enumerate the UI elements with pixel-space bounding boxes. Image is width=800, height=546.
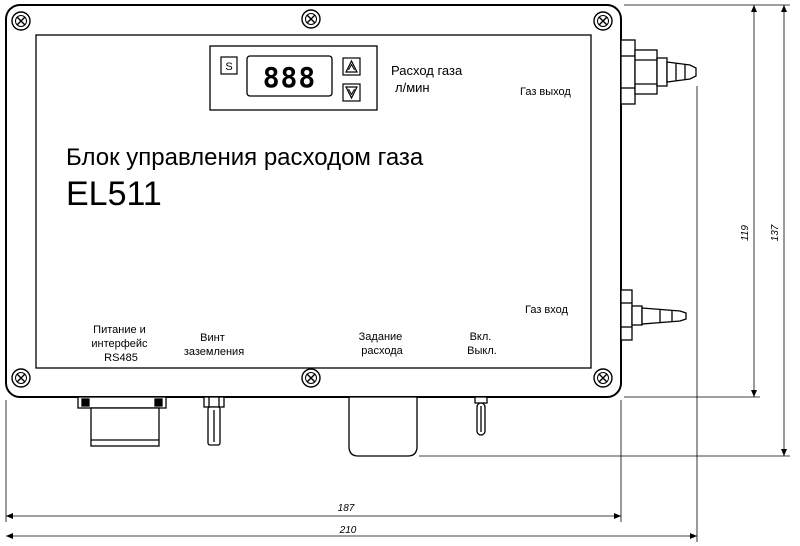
screw-icon — [301, 368, 321, 388]
flow-unit: л/мин — [395, 80, 430, 95]
switch-label: Вкл. Выкл. — [467, 331, 497, 357]
screw-icon — [11, 11, 31, 31]
dimension-height-inner: 119 — [624, 4, 790, 398]
gas-outlet-fitting — [620, 39, 697, 105]
screw-icon — [301, 9, 321, 29]
switch-label-line: Вкл. — [470, 331, 492, 343]
down-button[interactable] — [342, 83, 361, 102]
gas-inlet-fitting — [620, 289, 687, 341]
ground-label-line: Винт — [200, 332, 225, 344]
s-button-label: S — [225, 61, 232, 73]
digit-display — [246, 55, 333, 97]
setpoint-label: Задание расхода — [359, 331, 406, 357]
ground-label: Винт заземления — [184, 332, 244, 358]
dimension-119: 119 — [740, 225, 751, 241]
dimension-width-inner: 187 — [5, 400, 622, 522]
device-model: EL511 — [66, 175, 162, 213]
gas-in-label: Газ вход — [525, 304, 569, 316]
dimension-187: 187 — [338, 503, 355, 514]
ground-label-line: заземления — [184, 346, 244, 358]
dimension-210: 210 — [339, 525, 357, 536]
switch-label-line: Выкл. — [467, 345, 497, 357]
dimension-height-outer: 137 — [419, 4, 790, 457]
dimension-137: 137 — [770, 224, 781, 241]
screw-icon — [593, 11, 613, 31]
s-button[interactable] — [220, 56, 238, 75]
flow-label: Расход газа — [391, 63, 463, 78]
gas-out-label: Газ выход — [520, 86, 571, 98]
arrow-down-icon — [345, 86, 358, 100]
power-connector — [77, 396, 167, 447]
device-title: Блок управления расходом газа — [66, 144, 424, 171]
power-toggle-switch — [474, 396, 488, 436]
power-label-line: интерфейс — [91, 338, 148, 350]
power-label-line: RS485 — [104, 352, 138, 364]
display-module: S 888 — [209, 45, 378, 111]
setpoint-label-line: расхода — [361, 345, 403, 357]
screw-icon — [11, 368, 31, 388]
arrow-up-icon — [345, 59, 358, 73]
setpoint-knob — [348, 396, 418, 457]
dimension-width-outer: 210 — [5, 86, 698, 542]
power-label-line: Питание и — [93, 324, 146, 336]
setpoint-label-line: Задание — [359, 331, 403, 343]
up-button[interactable] — [342, 57, 361, 76]
power-label: Питание и интерфейс RS485 — [91, 324, 150, 364]
ground-screw — [203, 396, 225, 446]
digit-readout: 888 — [263, 61, 317, 94]
screw-icon — [593, 368, 613, 388]
